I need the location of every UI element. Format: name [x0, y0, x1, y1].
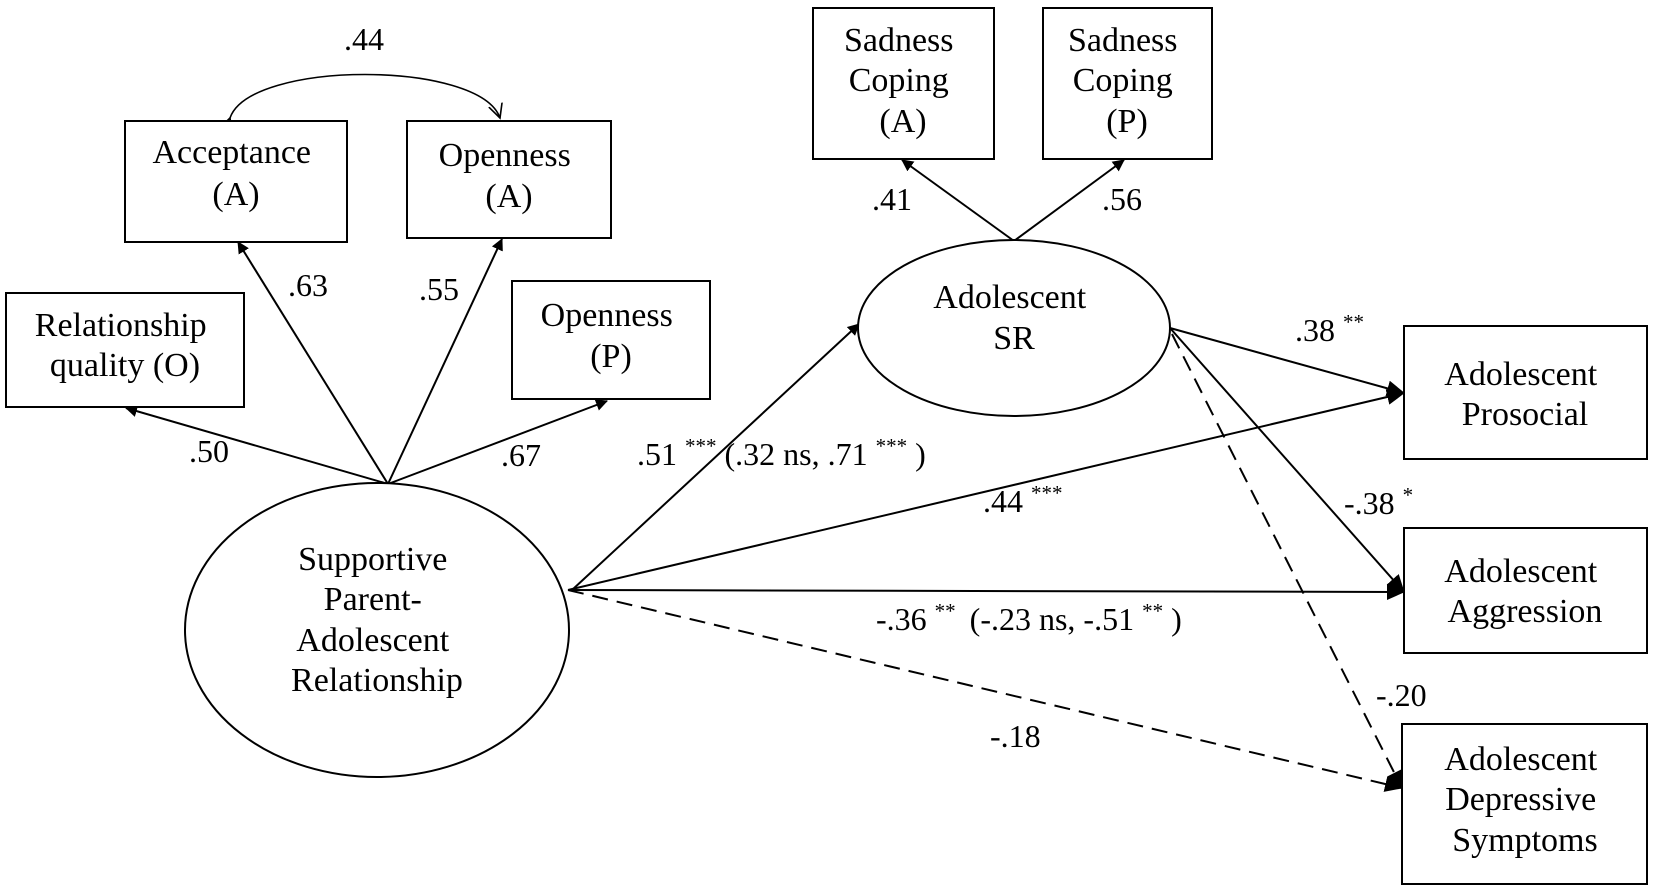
label-value: .38	[1295, 312, 1335, 348]
svg-text:Openness (A): Openness (A)	[439, 137, 580, 215]
node-label-line: (P)	[1106, 103, 1148, 140]
label-group-significance: ***	[876, 434, 908, 458]
edge-support-relationship-quality	[125, 405, 389, 485]
node-label-line: Adolescent	[296, 622, 450, 659]
node-adolescent-sr: Adolescent SR	[857, 239, 1171, 417]
label-significance: ***	[1031, 481, 1063, 505]
label-sr-depressive: -.20	[1376, 677, 1427, 713]
node-label-line: Depressive	[1445, 781, 1596, 818]
edge-sr-prosocial	[1169, 327, 1405, 397]
node-label-line: (A)	[212, 176, 259, 213]
edge-support-sr	[571, 323, 860, 591]
label-significance: **	[1343, 310, 1364, 334]
label-support-prosocial: .44 ***	[983, 481, 1063, 519]
svg-text:Sadness Coping (P): Sadness Coping (P)	[1068, 22, 1186, 140]
label-group-significance: **	[1142, 599, 1163, 623]
node-label-line: Prosocial	[1462, 396, 1589, 433]
label-group-values: (-.23 ns, -.51	[970, 601, 1134, 637]
node-label-line: Sadness	[844, 22, 954, 59]
node-relationship-quality: Relationship quality (O)	[5, 292, 245, 408]
node-label-line: (A)	[879, 103, 926, 140]
node-label-line: (P)	[590, 338, 632, 375]
edge-sr-aggression	[1169, 327, 1405, 593]
node-label-line: Aggression	[1448, 593, 1603, 630]
node-label-line: Adolescent	[933, 279, 1087, 316]
node-label-line: Coping	[1073, 62, 1173, 99]
label-group-close: )	[1171, 601, 1182, 637]
edge-acceptance-openness-correlation	[230, 73, 500, 119]
edge-support-openness-p	[387, 399, 608, 485]
label-group-values: (.32 ns, .71	[725, 436, 868, 472]
edge-sr-depressive	[1171, 333, 1403, 789]
node-openness-a: Openness (A)	[406, 120, 612, 239]
svg-text:Adolescent Aggression: Adolescent Aggression	[1444, 553, 1605, 630]
label-sr-sadness-coping-p: .56	[1102, 181, 1142, 217]
edge-support-prosocial	[567, 389, 1405, 591]
node-label-line: Relationship	[35, 307, 207, 344]
label-value: -.36	[876, 601, 927, 637]
label-value: .51	[637, 436, 677, 472]
label-support-sr: .51 *** (.32 ns, .71 *** )	[637, 424, 926, 472]
label-sr-sadness-coping-a: .41	[872, 181, 912, 217]
node-label-line: Coping	[849, 62, 949, 99]
svg-text:Acceptance (A): Acceptance (A)	[152, 134, 319, 213]
edge-support-acceptance	[237, 241, 389, 485]
edge-sr-sadness-coping-p	[1013, 159, 1125, 242]
node-label-line: Parent-	[324, 581, 422, 618]
label-value: .44	[983, 483, 1023, 519]
svg-text:Relationship quality (O): Relationship quality (O)	[35, 307, 215, 384]
node-adolescent-depressive: Adolescent Depressive Symptoms	[1401, 723, 1648, 885]
node-sadness-coping-a: Sadness Coping (A)	[812, 7, 995, 160]
node-label-line: Openness	[439, 137, 571, 174]
node-label-line: Symptoms	[1452, 822, 1597, 859]
node-label-line: Adolescent	[1444, 741, 1598, 778]
node-label-line: Relationship	[291, 662, 463, 699]
label-support-relationship-quality: .50	[189, 433, 229, 469]
label-support-openness-p: .67	[501, 437, 541, 473]
label-value: -.38	[1344, 485, 1395, 521]
node-acceptance-a: Acceptance (A)	[124, 120, 348, 243]
svg-text:Adolescent SR: Adolescent SR	[933, 279, 1094, 357]
node-openness-p: Openness (P)	[511, 280, 711, 400]
node-label-line: Acceptance	[152, 134, 311, 171]
label-support-acceptance: .63	[288, 267, 328, 303]
node-supportive-relationship: Supportive Parent- Adolescent Relationsh…	[184, 482, 570, 778]
node-adolescent-aggression: Adolescent Aggression	[1403, 527, 1648, 654]
svg-text:Adolescent Depressive: Adolescent Depressive Symptoms	[1444, 741, 1605, 859]
node-label-line: quality (O)	[50, 347, 200, 384]
node-label-line: Supportive	[298, 541, 447, 578]
label-significance: *	[1403, 483, 1414, 507]
node-label-line: Adolescent	[1444, 356, 1598, 393]
label-support-openness-a: .55	[419, 271, 459, 307]
edge-support-openness-a	[387, 238, 503, 485]
node-label-line: Openness	[541, 297, 673, 334]
node-label-line: (A)	[485, 178, 532, 215]
node-sadness-coping-p: Sadness Coping (P)	[1042, 7, 1213, 160]
svg-text:Openness (P): Openness (P)	[541, 297, 682, 375]
edge-support-aggression	[567, 583, 1405, 600]
svg-text:Adolescent Prosocial: Adolescent Prosocial	[1444, 356, 1605, 433]
node-label-line: Adolescent	[1444, 553, 1598, 590]
label-support-depressive: -.18	[990, 718, 1041, 754]
label-significance: ***	[685, 434, 717, 458]
label-support-aggression: -.36 ** (-.23 ns, -.51 ** )	[876, 589, 1182, 637]
label-group-close: )	[915, 436, 926, 472]
node-adolescent-prosocial: Adolescent Prosocial	[1403, 325, 1648, 460]
label-acceptance-openness-corr: .44	[344, 21, 384, 57]
edge-support-depressive	[567, 589, 1403, 792]
label-sr-prosocial: .38 **	[1295, 310, 1364, 348]
label-sr-aggression: -.38 *	[1344, 483, 1413, 521]
node-label-line: SR	[993, 320, 1035, 357]
label-significance: **	[935, 599, 956, 623]
svg-text:Sadness Coping (A): Sadness Coping (A)	[844, 22, 962, 140]
svg-text:Supportive Parent-: Supportive Parent- Adolescent Relationsh…	[291, 541, 463, 699]
edge-sr-sadness-coping-a	[901, 159, 1015, 242]
node-label-line: Sadness	[1068, 22, 1178, 59]
